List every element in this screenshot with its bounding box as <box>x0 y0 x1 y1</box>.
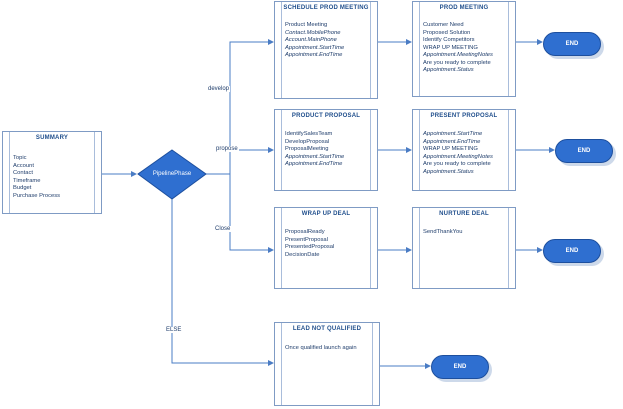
schedule-line: Appointment.EndTime <box>285 52 343 58</box>
present-proposal-line: WRAP UP MEETING <box>423 146 478 152</box>
wrap-up-line: ProposalReady <box>285 229 325 235</box>
lead-line: Once qualified launch again <box>285 345 357 351</box>
lead-lines: Once qualified launch again <box>285 345 377 353</box>
summary-line: Budget <box>13 185 32 191</box>
prod-meeting-line: WRAP UP MEETING <box>423 44 478 51</box>
nurture-deal-box: NURTURE DEAL SendThankYou <box>412 207 516 289</box>
prod-meeting-line: Appointment.MeetingNotes <box>423 52 493 58</box>
schedule-title: SCHEDULE PROD MEETING <box>283 5 369 11</box>
product-proposal-line: DevelopProposal <box>285 138 330 145</box>
prod-meeting-line: Customer Need <box>423 22 464 28</box>
end-node-nurture: END <box>543 239 601 263</box>
prod-meeting-line: Identify Competitors <box>423 37 475 43</box>
summary-line: Topic <box>13 155 27 161</box>
wrap-up-line: DecisionDate <box>285 251 320 258</box>
end-node-lead: END <box>431 355 489 379</box>
trunk-else <box>171 199 274 366</box>
wrap-up-line: PresentedProposal <box>285 244 335 250</box>
present-proposal-line: Appointment.Status <box>423 168 474 175</box>
trunk-develop <box>206 39 274 175</box>
wrap-up-line: PresentProposal <box>285 236 328 243</box>
present-proposal-title: PRESENT PROPOSAL <box>430 113 498 119</box>
nurture-lines: SendThankYou <box>423 229 513 237</box>
summary-title: SUMMARY <box>35 135 69 141</box>
present-proposal-line: Are you ready to complete <box>423 161 491 167</box>
summary-line: Account <box>13 162 34 169</box>
schedule-line: Contact.MobilePhone <box>285 29 341 36</box>
schedule-line: Product Meeting <box>285 22 328 28</box>
trunk-close <box>206 173 274 253</box>
lead-title: LEAD NOT QUALIFIED <box>292 326 362 332</box>
branch-label-else: ELSE <box>165 327 183 333</box>
nurture-title: NURTURE DEAL <box>439 211 489 217</box>
lead-not-qualified-box: LEAD NOT QUALIFIED Once qualified launch… <box>274 322 380 406</box>
product-proposal-line: ProposalMeeting <box>285 146 329 152</box>
schedule-line: Account.MainPhone <box>285 37 337 43</box>
end-node-present: END <box>555 139 613 163</box>
prod-meeting-title: PROD MEETING <box>439 5 489 11</box>
product-proposal-line: Appointment.StartTime <box>285 153 345 160</box>
present-proposal-line: Appointment.EndTime <box>423 138 481 145</box>
branch-label-propose: propose <box>215 146 239 152</box>
decision-label: PipelinePhase <box>152 171 192 177</box>
product-proposal-line: IdentifySalesTeam <box>285 131 333 137</box>
nurture-line: SendThankYou <box>423 229 463 235</box>
schedule-line: Appointment.StartTime <box>285 44 345 51</box>
prod-meeting-line: Proposed Solution <box>423 29 471 36</box>
product-proposal-title: PRODUCT PROPOSAL <box>291 113 361 119</box>
prod-meeting-line: Are you ready to complete <box>423 59 491 66</box>
present-proposal-line: Appointment.MeetingNotes <box>423 153 493 160</box>
present-proposal-line: Appointment.StartTime <box>423 131 483 137</box>
end-node-prod: END <box>543 32 601 56</box>
branch-label-develop: develop <box>207 86 231 92</box>
summary-line: Purchase Process <box>13 192 61 199</box>
decision-diamond <box>137 149 207 200</box>
wrap-up-title: WRAP UP DEAL <box>301 211 351 217</box>
product-proposal-line: Appointment.EndTime <box>285 161 343 167</box>
prod-meeting-line: Appointment.Status <box>423 67 474 73</box>
summary-line: Timeframe <box>13 177 41 184</box>
branch-label-close: Close <box>214 226 232 232</box>
summary-line: Contact <box>13 170 33 176</box>
